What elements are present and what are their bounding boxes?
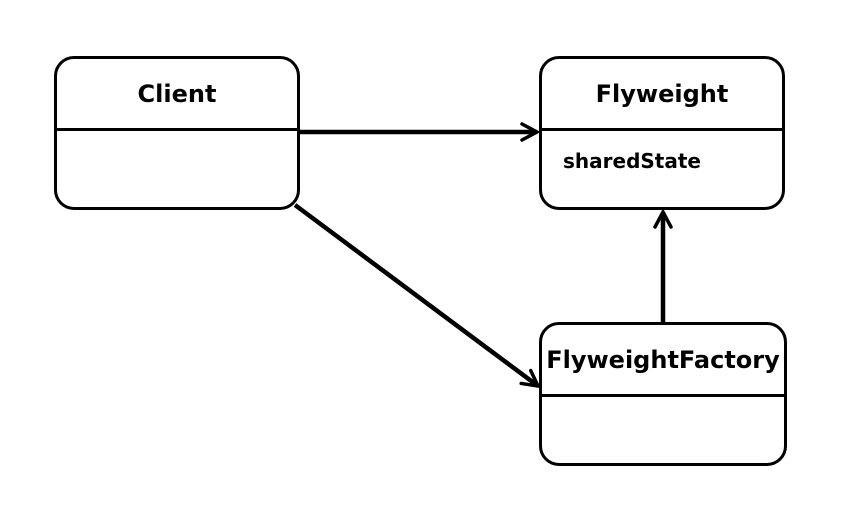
class-attributes-flyweight-factory bbox=[542, 397, 784, 415]
class-box-flyweight-factory: FlyweightFactory bbox=[539, 322, 787, 466]
class-name-client: Client bbox=[57, 59, 297, 131]
class-name-flyweight-factory: FlyweightFactory bbox=[542, 325, 784, 397]
arrow-client-to-factory bbox=[293, 203, 538, 386]
class-attributes-flyweight: sharedState bbox=[542, 131, 782, 173]
class-attributes-client bbox=[57, 131, 297, 149]
class-box-flyweight: Flyweight sharedState bbox=[539, 56, 785, 210]
class-name-flyweight: Flyweight bbox=[542, 59, 782, 131]
attribute-shared-state: sharedState bbox=[563, 149, 701, 173]
class-box-client: Client bbox=[54, 56, 300, 210]
